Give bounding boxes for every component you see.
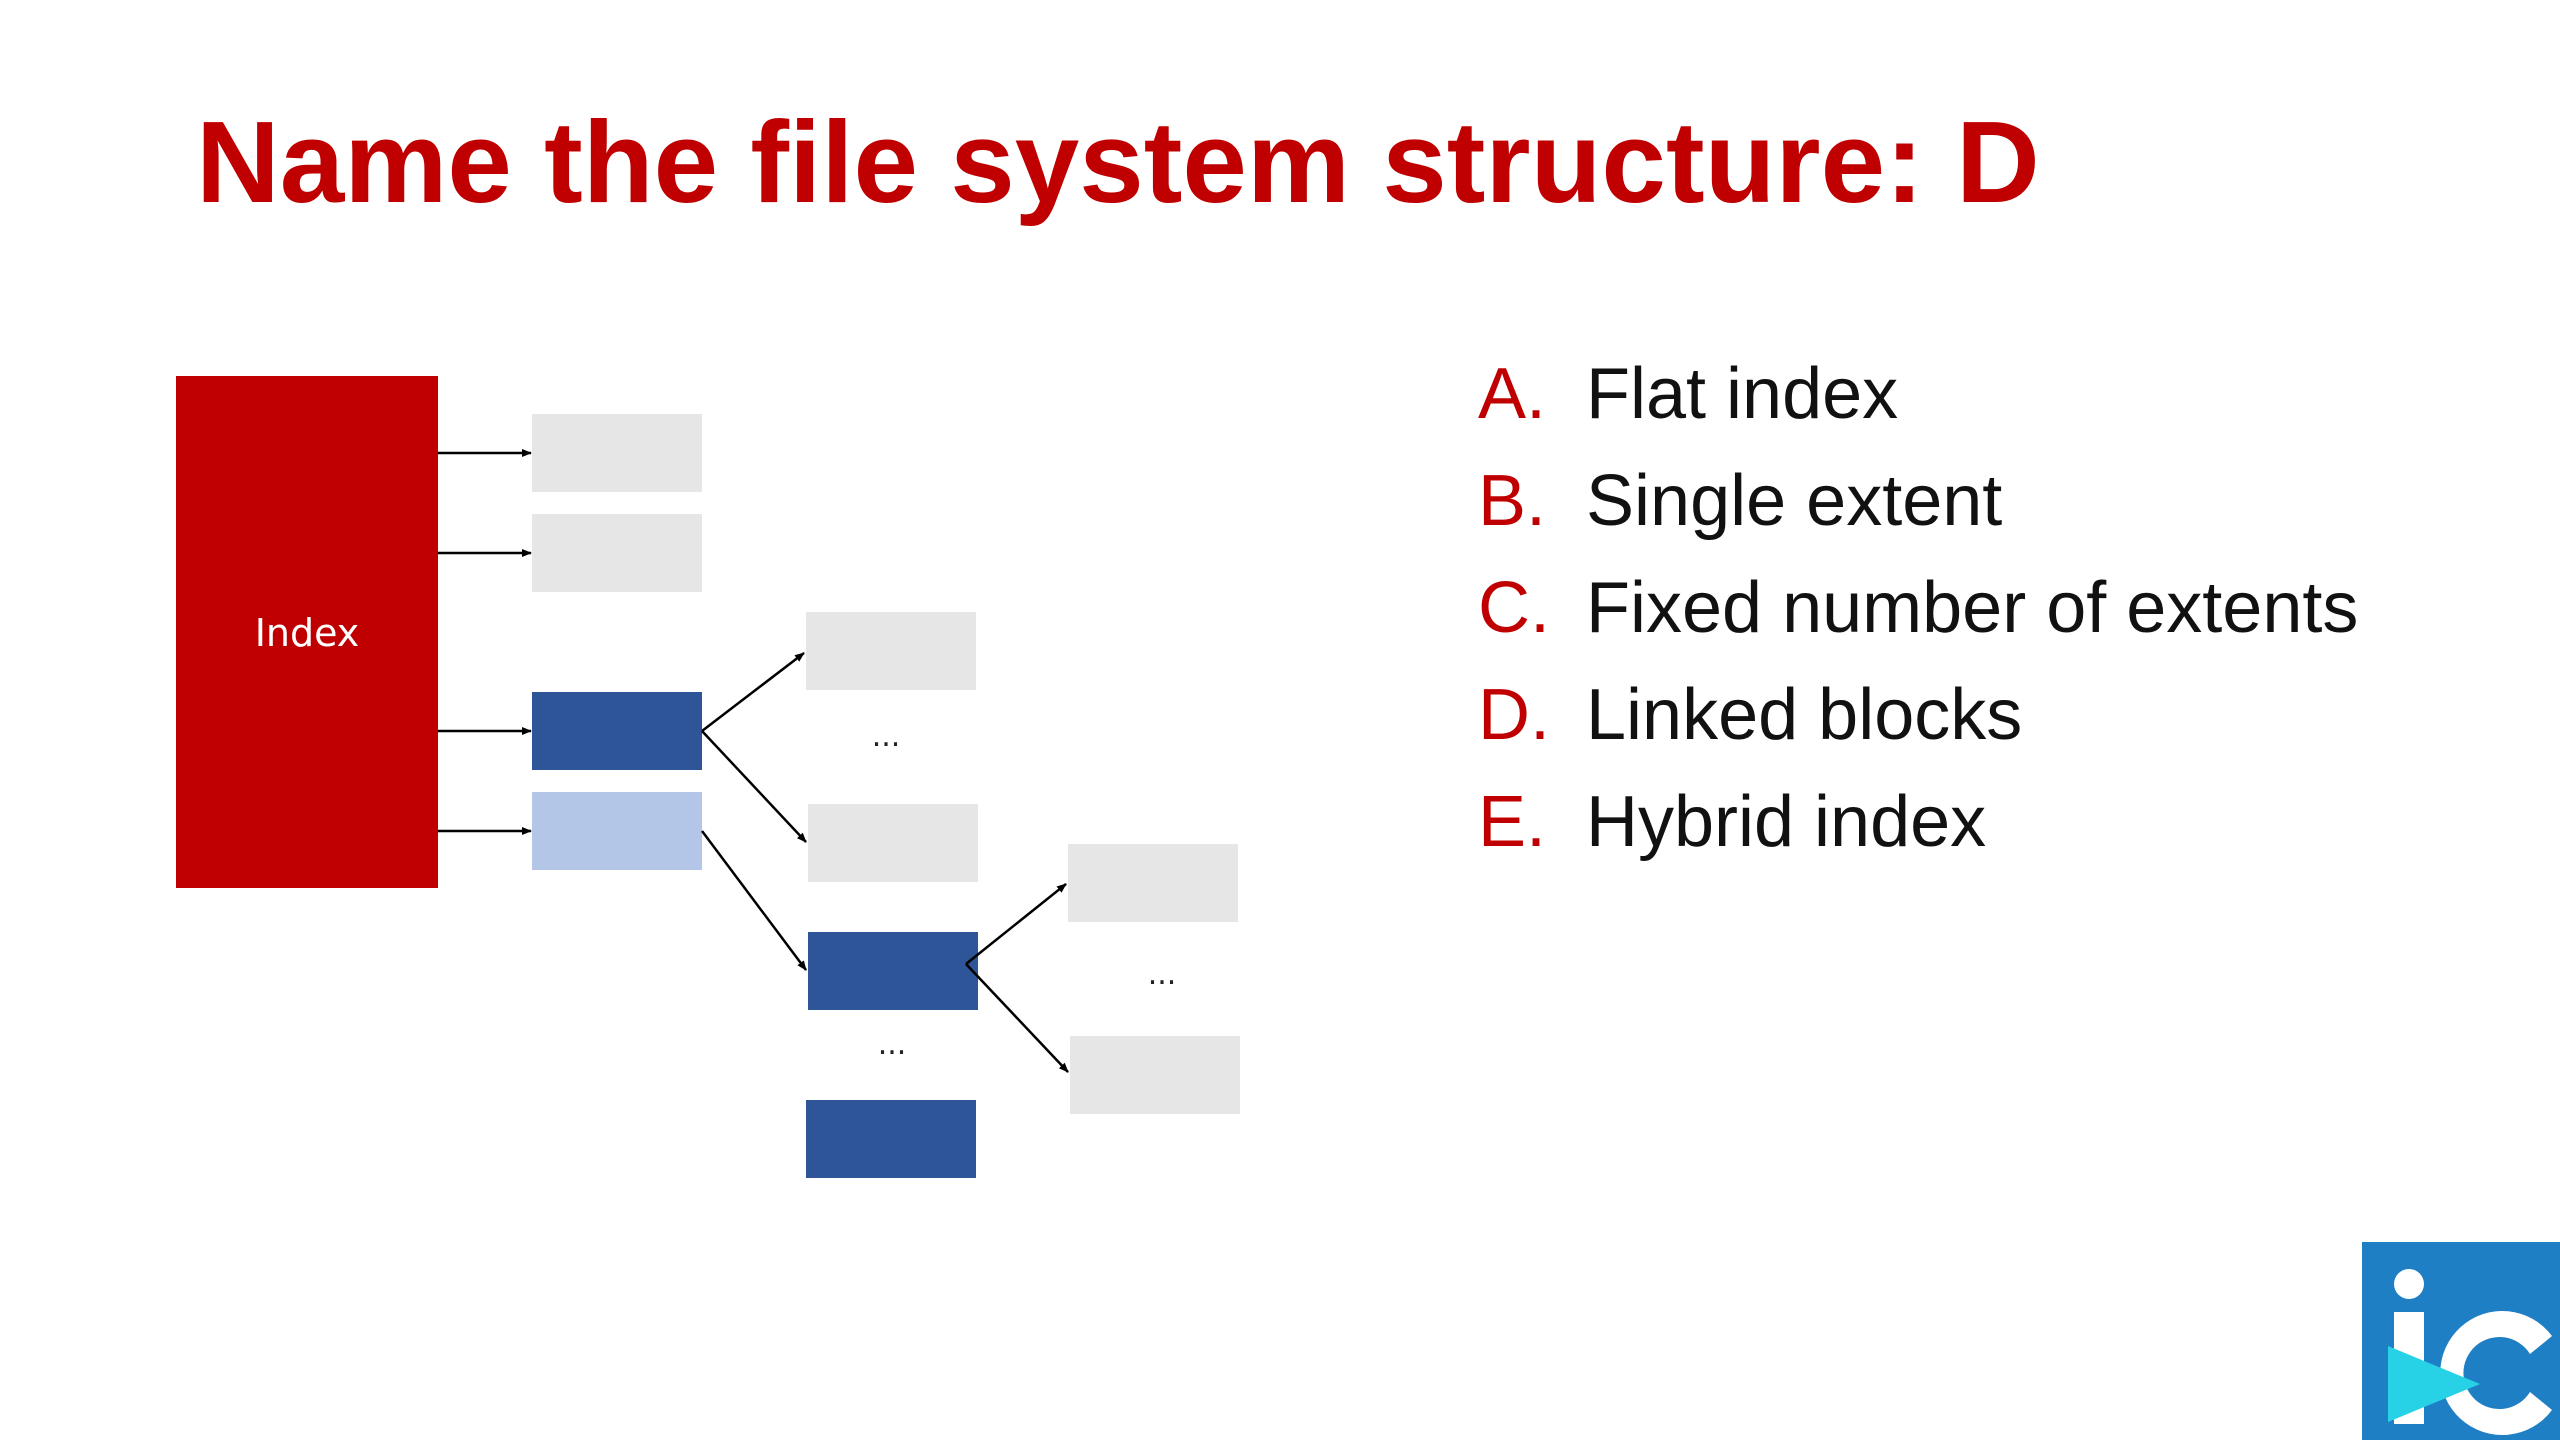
option-letter: E. bbox=[1478, 782, 1547, 862]
option-e: E. Hybrid index bbox=[1478, 786, 2358, 893]
index-block bbox=[176, 376, 438, 888]
option-b: B. Single extent bbox=[1478, 465, 2358, 572]
option-letter: A. bbox=[1478, 354, 1547, 434]
slide-title: Name the file system structure: D bbox=[196, 97, 2040, 227]
ic-logo-icon bbox=[2362, 1242, 2560, 1440]
indirect-block bbox=[806, 1100, 976, 1178]
option-letter: D. bbox=[1478, 675, 1550, 755]
option-letter: C. bbox=[1478, 568, 1550, 648]
ellipsis: ... bbox=[878, 1027, 907, 1062]
option-text: Linked blocks bbox=[1586, 675, 2023, 755]
data-block bbox=[532, 414, 702, 492]
option-d: D. Linked blocks bbox=[1478, 679, 2358, 786]
option-text: Hybrid index bbox=[1586, 782, 1987, 862]
data-block bbox=[808, 804, 978, 882]
answer-options: A. Flat index B. Single extent C. Fixed … bbox=[1478, 358, 2358, 893]
option-c: C. Fixed number of extents bbox=[1478, 572, 2358, 679]
data-block bbox=[1068, 844, 1238, 922]
option-a: A. Flat index bbox=[1478, 358, 2358, 465]
ellipsis: ... bbox=[872, 719, 901, 754]
data-block bbox=[532, 514, 702, 592]
arrow bbox=[701, 730, 807, 843]
arrow bbox=[965, 883, 1067, 965]
option-text: Flat index bbox=[1586, 354, 1899, 434]
option-text: Fixed number of extents bbox=[1586, 568, 2359, 648]
index-label: Index bbox=[255, 611, 360, 655]
data-block bbox=[806, 612, 976, 690]
data-block bbox=[1070, 1036, 1240, 1114]
arrow bbox=[700, 830, 808, 971]
indirect-block-light bbox=[532, 792, 702, 870]
option-text: Single extent bbox=[1586, 461, 2003, 541]
ellipsis: ... bbox=[1148, 957, 1177, 992]
arrow bbox=[701, 652, 805, 732]
indirect-block bbox=[808, 932, 978, 1010]
indirect-block bbox=[532, 692, 702, 770]
option-letter: B. bbox=[1478, 461, 1547, 541]
arrow bbox=[965, 963, 1069, 1073]
